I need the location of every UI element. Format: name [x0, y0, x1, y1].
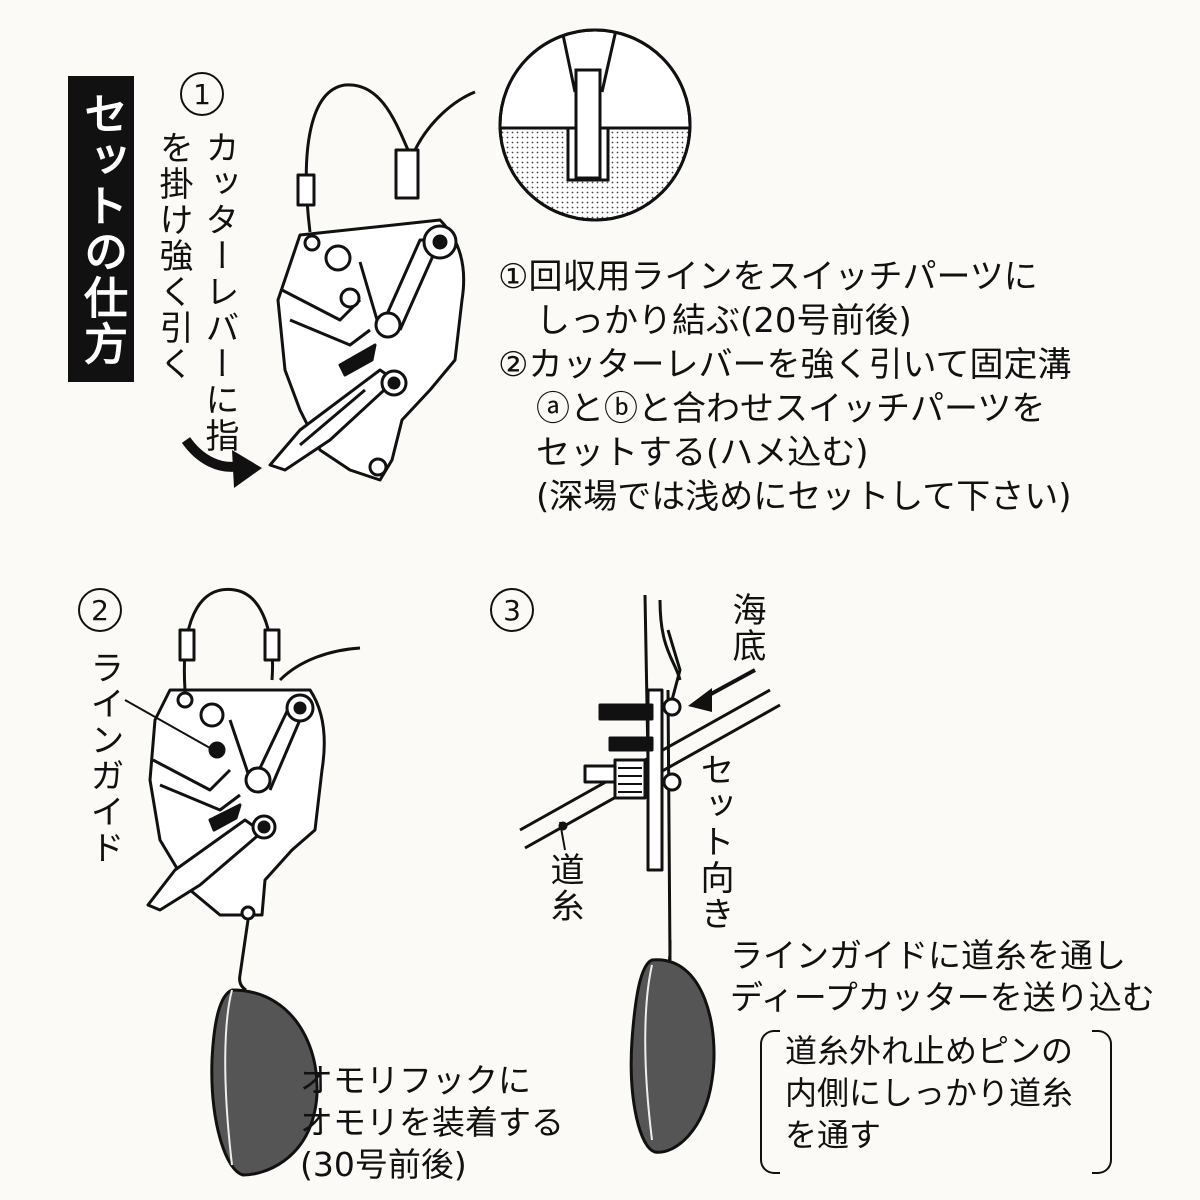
instruction-line-5: セットする(ハメ込む): [498, 431, 1072, 475]
step-3-number-text: 3: [503, 593, 521, 627]
step-2-number: 2: [78, 588, 122, 632]
step-1-device-drawing: [181, 83, 476, 488]
step-3-caption: ラインガイドに道糸を通し ディープカッターを送り込む: [730, 935, 1155, 1019]
instruction-text-2: しっかり結ぶ(20号前後): [536, 301, 912, 341]
instruction-line-2: しっかり結ぶ(20号前後): [498, 299, 1072, 343]
step-1-number-text: 1: [193, 77, 211, 111]
page-title: セットの仕方: [68, 76, 134, 382]
step-3-note-line-1: 道糸外れ止めピンの: [785, 1032, 1074, 1070]
instruction-text-4: ⓐとⓑと合わせスイッチパーツを: [536, 389, 1046, 429]
page-title-text: セットの仕方: [76, 91, 127, 367]
step-3-number: 3: [490, 588, 534, 632]
step-3-caption-line-1: ラインガイドに道糸を通し: [730, 936, 1126, 975]
instruction-text-3: カッターレバーを強く引いて固定溝: [528, 345, 1072, 385]
instruction-text-5: セットする(ハメ込む): [536, 433, 869, 473]
instruction-line-1: ①回収用ラインをスイッチパーツに: [498, 255, 1072, 299]
step-2-caption-line-2: オモリを装着する: [300, 1103, 564, 1142]
step-2-device-drawing: [124, 587, 361, 1177]
instruction-line-4: ⓐとⓑと合わせスイッチパーツを: [498, 387, 1072, 431]
step-2-caption-line-1: オモリフックに: [300, 1061, 531, 1100]
instruction-num-1: ①: [498, 257, 529, 297]
step-2-caption-line-3: (30号前後): [300, 1145, 467, 1184]
seabed-label: 海底: [726, 592, 766, 664]
step-1-detail-circle: [498, 28, 692, 222]
line-guide-label: ラインガイド: [84, 650, 124, 866]
instruction-line-6: (深場では浅めにセットして下さい): [498, 475, 1072, 519]
step-2-number-text: 2: [91, 593, 109, 627]
step-1-label: カッターレバーに指を掛け強く引く: [153, 130, 239, 454]
step-1-instructions: ①回収用ラインをスイッチパーツに しっかり結ぶ(20号前後) ②カッターレバーを…: [498, 255, 1072, 519]
step-3-note-line-2: 内側にしっかり道糸: [785, 1074, 1074, 1112]
step-3-caption-line-2: ディープカッターを送り込む: [730, 978, 1155, 1017]
note-bracket-right: [1092, 1030, 1112, 1174]
step-3-note-line-3: を通す: [785, 1116, 882, 1154]
step-2-caption: オモリフックに オモリを装着する (30号前後): [300, 1060, 564, 1186]
step-3-note: 道糸外れ止めピンの 内側にしっかり道糸 を通す: [785, 1030, 1073, 1156]
instruction-line-3: ②カッターレバーを強く引いて固定溝: [498, 343, 1072, 387]
note-bracket-left: [760, 1030, 780, 1174]
main-line-label: 道糸: [544, 852, 584, 924]
step-1-number: 1: [180, 72, 224, 116]
instruction-text-1: 回収用ラインをスイッチパーツに: [528, 257, 1038, 297]
instruction-text-6: (深場では浅めにセットして下さい): [536, 477, 1072, 517]
instruction-num-3: ②: [498, 345, 529, 385]
set-direction-label: セット向き: [694, 752, 734, 932]
step-3-device-drawing: [519, 594, 781, 1154]
